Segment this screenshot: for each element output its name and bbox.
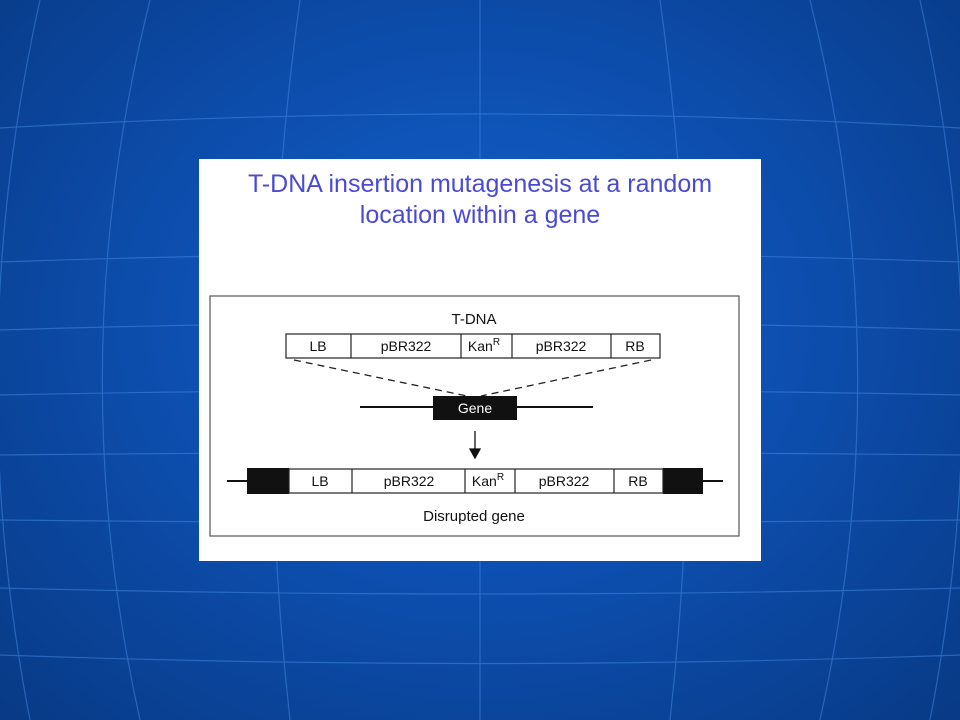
segment-lb: LB (309, 338, 326, 354)
disrupted-segment-pbr322-right: pBR322 (539, 473, 590, 489)
disrupted-gene-label: Disrupted gene (423, 508, 525, 525)
tdna-diagram: T-DNA LB pBR322 KanR pBR322 RB Gene (209, 295, 740, 537)
kan-text: Kan (468, 338, 493, 354)
figure-title: T-DNA insertion mutagenesis at a random … (199, 169, 761, 231)
disrupted-segment-pbr322-left: pBR322 (384, 473, 435, 489)
figure-title-line1: T-DNA insertion mutagenesis at a random (247, 170, 713, 198)
gene-fragment-right (663, 468, 703, 494)
disrupted-segment-lb: LB (311, 473, 328, 489)
disrupted-kan-superscript: R (497, 472, 504, 483)
segment-kan: KanR (468, 337, 500, 354)
disrupted-segment-kan: KanR (472, 472, 504, 489)
gene-locus: Gene (360, 396, 593, 420)
gene-block (433, 396, 517, 420)
segment-rb: RB (625, 338, 644, 354)
gene-fragment-left (247, 468, 289, 494)
tdna-label: T-DNA (452, 311, 497, 328)
kan-superscript: R (493, 337, 500, 348)
figure-title-line2: location within a gene (359, 201, 601, 229)
disrupted-construct: LB pBR322 KanR pBR322 RB (227, 468, 723, 494)
figure-panel: T-DNA insertion mutagenesis at a random … (199, 159, 761, 561)
segment-pbr322-right: pBR322 (536, 338, 587, 354)
segment-pbr322-left: pBR322 (381, 338, 432, 354)
diagram-frame (209, 295, 740, 537)
insertion-lines (293, 359, 652, 397)
disrupted-kan-text: Kan (472, 473, 497, 489)
gene-label: Gene (458, 400, 492, 416)
arrow-down-icon (468, 431, 482, 460)
tdna-construct: LB pBR322 KanR pBR322 RB (285, 333, 661, 359)
disrupted-segment-rb: RB (628, 473, 647, 489)
